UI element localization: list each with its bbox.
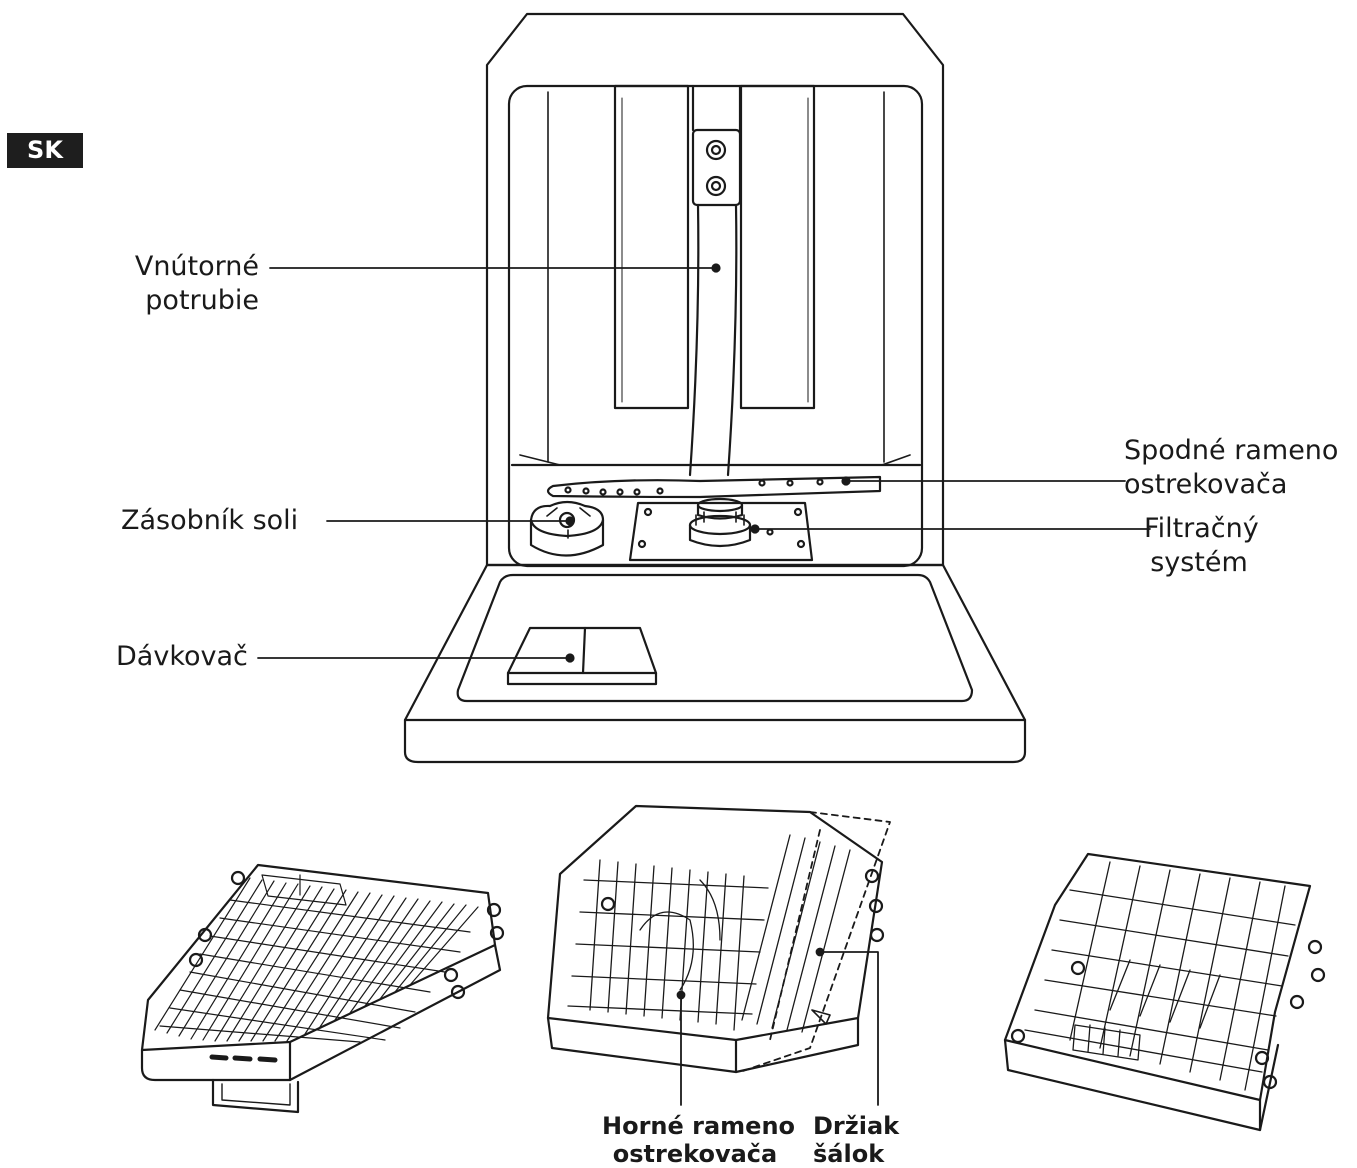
lower-spray-arm [546, 475, 882, 499]
dishwasher-door [403, 563, 1027, 764]
leader-cup-holder [819, 951, 879, 1106]
upper-basket [546, 804, 891, 1074]
lower-basket [1003, 852, 1326, 1132]
label-filter-system: Filtračný systém [1144, 513, 1259, 578]
label-salt-container: Zásobník soli [121, 505, 299, 536]
label-lower-spray-arm: Spodné rameno ostrekovača [1124, 435, 1339, 500]
dispenser [506, 626, 658, 686]
label-cup-holder: Držiak šálok [813, 1112, 900, 1168]
salt-container [529, 500, 605, 557]
language-badge: SK [7, 133, 83, 168]
inner-pipe [688, 84, 742, 477]
label-dispenser: Dávkovač [116, 641, 248, 672]
label-inner-pipe: Vnútorné potrubie [134, 251, 259, 316]
leader-lines [257, 267, 1151, 1106]
label-upper-spray-arm: Horné rameno ostrekovača [602, 1112, 796, 1168]
dishwasher-cabinet [485, 12, 945, 568]
filter-system [628, 497, 814, 562]
cutlery-tray [140, 863, 505, 1114]
